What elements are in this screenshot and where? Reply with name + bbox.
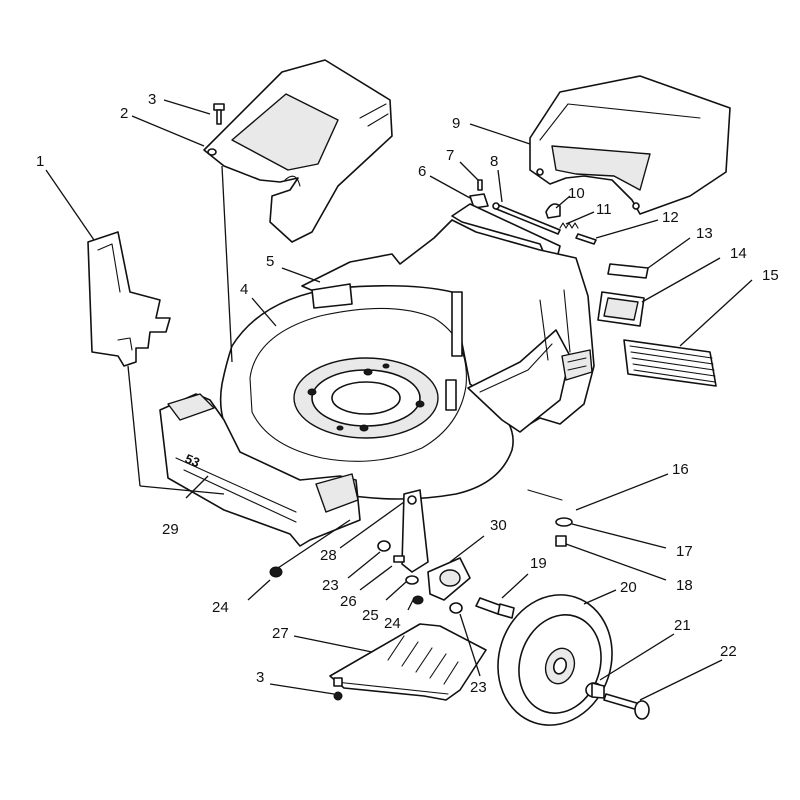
part-14-gasket — [597, 291, 645, 327]
part-26-bolt — [393, 555, 405, 563]
part-24-nut-center — [412, 595, 424, 605]
callout-20: 20 — [620, 579, 637, 596]
callout-5: 5 — [266, 253, 274, 270]
callout-23-upper: 23 — [322, 577, 339, 594]
part-19-axle-bolt — [475, 597, 515, 619]
part-25-washer — [405, 575, 419, 585]
part-3-screw-top — [213, 103, 225, 125]
callout-24-left: 24 — [212, 599, 229, 616]
callout-15: 15 — [762, 267, 779, 284]
callout-17: 17 — [676, 543, 693, 560]
part-18-bolt — [555, 535, 567, 547]
callout-21: 21 — [674, 617, 691, 634]
callout-27: 27 — [272, 625, 289, 642]
part-23-nut-lower — [449, 602, 463, 614]
part-1-discharge-plate — [87, 231, 171, 367]
callout-13: 13 — [696, 225, 713, 242]
part-7-screw — [477, 179, 483, 191]
part-8-rod — [492, 202, 561, 235]
callout-29: 29 — [162, 521, 179, 538]
callout-labels: 1 2 3 3 4 5 6 7 8 9 10 11 12 13 14 15 16… — [36, 91, 779, 696]
callout-14: 14 — [730, 245, 747, 262]
callout-6: 6 — [418, 163, 426, 180]
callout-22: 22 — [720, 643, 737, 660]
callout-1: 1 — [36, 153, 44, 170]
callout-9: 9 — [452, 115, 460, 132]
callout-18: 18 — [676, 577, 693, 594]
callout-24-center: 24 — [384, 615, 401, 632]
callout-7: 7 — [446, 147, 454, 164]
callout-3-bottom: 3 — [256, 669, 264, 686]
leader-lines — [45, 99, 753, 701]
part-30-wheel-bracket — [427, 557, 471, 601]
callout-26: 26 — [340, 593, 357, 610]
deck-size-label: 53 — [183, 451, 202, 470]
callout-8: 8 — [490, 153, 498, 170]
callout-19: 19 — [530, 555, 547, 572]
part-20-wheel — [497, 594, 613, 726]
part-2-deck-cover — [203, 59, 393, 243]
part-21-spacer — [585, 682, 605, 699]
part-12-pin — [575, 233, 597, 245]
part-3-screw-bottom — [333, 691, 343, 701]
callout-12: 12 — [662, 209, 679, 226]
part-front-bumper: 53 — [159, 393, 361, 547]
callout-10: 10 — [568, 185, 585, 202]
part-13-decal — [607, 263, 649, 279]
part-5-label — [311, 283, 353, 309]
part-27-skid-plate — [329, 623, 487, 701]
part-4-mower-deck — [219, 219, 595, 500]
part-6-bracket — [469, 193, 489, 209]
part-28-adjuster-plate — [401, 489, 429, 573]
part-22-wheel-bolt — [603, 693, 650, 720]
part-23-nut-upper — [377, 540, 391, 552]
callout-2: 2 — [120, 105, 128, 122]
callout-4: 4 — [240, 281, 248, 298]
callout-23-lower: 23 — [470, 679, 487, 696]
part-17-washer — [555, 517, 573, 527]
part-15-filter — [623, 339, 717, 387]
part-11-spring — [559, 222, 579, 229]
part-24-nut-left — [269, 566, 283, 578]
part-16-rod — [527, 489, 563, 501]
callout-11: 11 — [596, 201, 612, 218]
callout-25: 25 — [362, 607, 379, 624]
callout-28: 28 — [320, 547, 337, 564]
callout-16: 16 — [672, 461, 689, 478]
callout-3-top: 3 — [148, 91, 156, 108]
part-9-rear-cover — [529, 75, 731, 215]
callout-30: 30 — [490, 517, 507, 534]
